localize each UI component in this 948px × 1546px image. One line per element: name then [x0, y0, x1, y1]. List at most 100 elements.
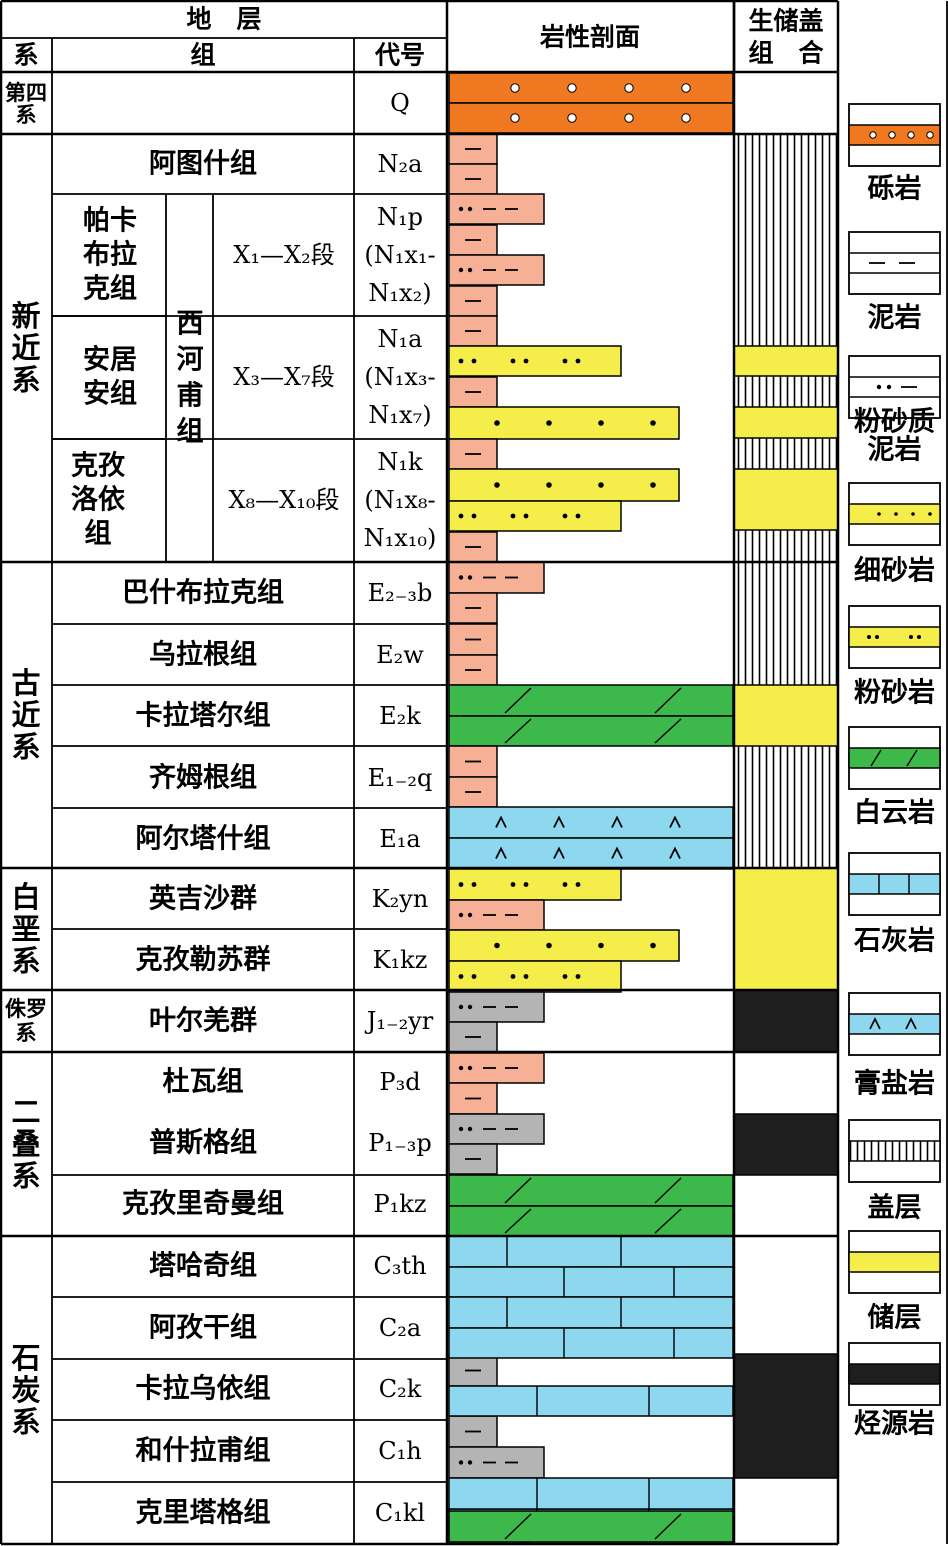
lithology-dot [562, 358, 568, 364]
legend-swatch [848, 873, 941, 895]
lithology-dot [575, 882, 581, 887]
formation-anjuan-line: 安居 [83, 345, 137, 376]
lithology-bar [448, 1477, 734, 1510]
lithology-dot [575, 974, 581, 979]
lithology-dot [546, 942, 552, 949]
code-n1k-line: N₁k [377, 448, 423, 476]
system-paleogene-line: 古 [11, 666, 40, 700]
formation-kelitage-line: 克里塔格组 [136, 1497, 271, 1529]
code-c1h-line: C₁h [378, 1437, 421, 1465]
legend-label-line: 粉砂质 [854, 407, 935, 438]
gypsum-mark [495, 815, 507, 828]
formation-kalawuyi: 卡拉乌依组 [136, 1373, 271, 1405]
lithology-dot [458, 1065, 464, 1071]
formation-kalataer-line: 卡拉塔尔组 [136, 700, 271, 732]
system-paleogene: 古近系 [11, 666, 40, 764]
gypsum-mark [495, 846, 507, 859]
lithology-bar [448, 1327, 734, 1359]
lithology-dot [458, 206, 464, 212]
system-quaternary-line: 第四 [5, 81, 47, 105]
code-c3th-line: C₃th [373, 1252, 426, 1280]
lithology-dot [546, 482, 552, 488]
lithology-bar [448, 1205, 734, 1237]
code-c2a-line: C₂a [379, 1314, 421, 1342]
lithology-dot [575, 358, 581, 364]
combination-cell [734, 407, 838, 438]
dolomite-slash [504, 1208, 532, 1234]
legend-label-line: 石灰岩 [853, 926, 935, 957]
header-code-line: 代号 [374, 41, 425, 70]
lithology-dot [510, 358, 516, 364]
combination-cell [734, 530, 838, 685]
legend-label-source-rock: 烃源岩 [854, 1409, 935, 1440]
lithology-bar [448, 715, 734, 747]
code-p13p: P₁₋₃p [368, 1129, 431, 1157]
legend-label-siltstone: 粉砂岩 [854, 678, 935, 709]
code-e2k-line: E₂k [379, 702, 421, 730]
lithology-bar [448, 1113, 545, 1145]
gypsum-mark [611, 846, 623, 859]
formation-pakabulake-line: 帕卡 [83, 206, 137, 237]
system-jurassic-line: 系 [16, 1021, 37, 1045]
lithology-dot [598, 942, 604, 949]
formation-aziigan-line: 阿孜干组 [149, 1312, 257, 1344]
formation-bashibulake-line: 巴什布拉克组 [122, 577, 284, 609]
formation-kezilesu: 克孜勒苏群 [136, 944, 271, 976]
lithology-dot [911, 512, 915, 516]
lithology-dot [598, 420, 604, 426]
lithology-bar [448, 1296, 734, 1329]
code-n1k: N₁k(N₁x₈-N₁x₁₀) [364, 448, 437, 552]
lithology-dot [471, 358, 477, 364]
legend-swatch [848, 1013, 941, 1035]
formation-wulagen-line: 乌拉根组 [149, 639, 257, 671]
formation-kalataer: 卡拉塔尔组 [136, 700, 271, 732]
code-n1a-line: N₁a [378, 325, 423, 353]
system-quaternary: 第四系 [5, 81, 47, 127]
code-n1a-line: N₁x₇) [368, 401, 431, 429]
system-carboniferous: 石炭系 [10, 1341, 40, 1439]
lithology-bar [448, 345, 622, 377]
formation-kelitage: 克里塔格组 [136, 1497, 271, 1529]
system-carboniferous-line: 石 [10, 1341, 40, 1375]
formation-yeerqiang: 叶尔羌群 [149, 1006, 257, 1037]
legend-label-cap-rock: 盖层 [868, 1193, 922, 1224]
lithology-bar [448, 1510, 734, 1543]
code-n2a: N₂a [378, 150, 423, 178]
dolomite-slash [654, 687, 682, 714]
dolomite-slash [906, 749, 918, 767]
code-j12yr: J₁₋₂yr [364, 1007, 434, 1035]
lithology-dot [467, 1460, 473, 1465]
code-e12q-line: E₁₋₂q [368, 764, 433, 792]
lithology-dot [467, 206, 473, 212]
lithology-dot [458, 1004, 464, 1010]
code-k1kz: K₁kz [373, 946, 428, 974]
lithology-bar [448, 468, 680, 502]
lithology-dot [471, 513, 477, 519]
code-e2k: E₂k [379, 702, 421, 730]
code-n2a-line: N₂a [378, 150, 423, 178]
lithology-dot [458, 1460, 464, 1465]
code-e1a-line: E₁a [379, 825, 420, 853]
lithology-dot [494, 482, 500, 488]
header-system-line: 系 [13, 41, 38, 70]
code-n1k-line: (N₁x₈- [364, 486, 435, 514]
formation-aertashi-line: 阿尔塔什组 [136, 823, 271, 855]
lithology-dot [650, 942, 656, 949]
lithology-dot [467, 267, 473, 273]
formation-kezilouyi-line: 克孜 [71, 450, 126, 482]
legend-label-line: 储层 [868, 1303, 922, 1334]
lithology-bar [448, 991, 545, 1023]
lithology-bar [448, 193, 545, 225]
formation-pakabulake-line: 布拉 [83, 239, 137, 271]
combination-cell [734, 469, 838, 530]
lithology-dot [458, 358, 464, 364]
code-e2w: E₂w [376, 641, 424, 669]
code-q: Q [390, 89, 410, 117]
code-e23b-line: E₂₋₃b [368, 579, 433, 607]
formation-yeerqiang-line: 叶尔羌群 [149, 1006, 257, 1037]
lithology-bar [448, 1174, 734, 1207]
legend-label-limestone: 石灰岩 [853, 926, 935, 957]
